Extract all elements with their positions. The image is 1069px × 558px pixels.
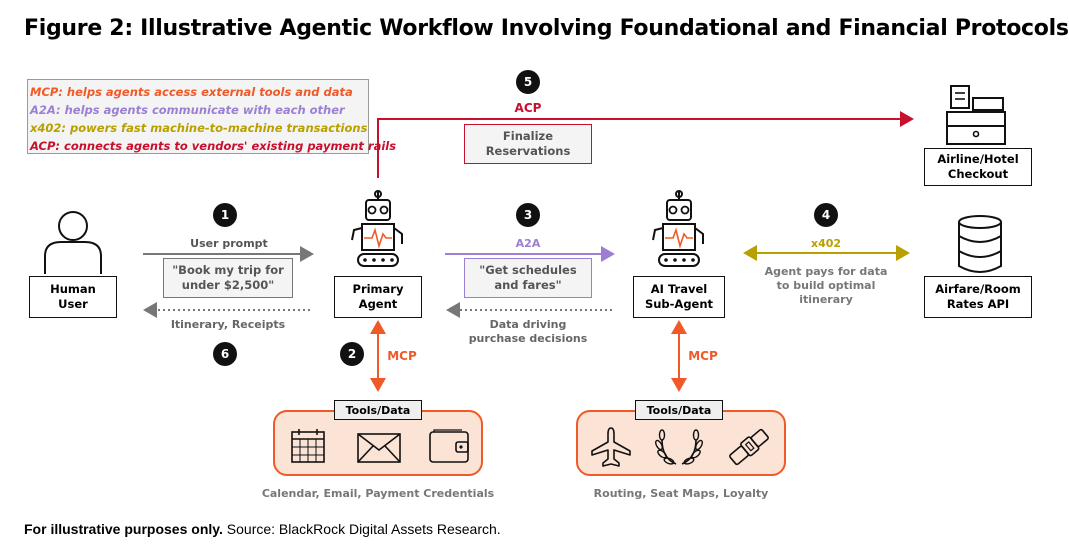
legend-a2a: A2A: helps agents communicate with each … xyxy=(30,103,345,117)
data-driving-label: Data driving purchase decisions xyxy=(468,318,588,345)
wallet-icon xyxy=(429,429,469,463)
tools-data-label-left: Tools/Data xyxy=(334,400,422,420)
legend-mcp: MCP: helps agents access external tools … xyxy=(30,85,353,99)
seatbelt-icon xyxy=(729,428,769,466)
step-2-badge: 2 xyxy=(340,342,364,366)
figure-title: Figure 2: Illustrative Agentic Workflow … xyxy=(24,16,1069,41)
person-icon xyxy=(44,211,102,274)
footnote: For illustrative purposes only. Source: … xyxy=(24,521,501,537)
finalize-reservations-message: Finalize Reservations xyxy=(464,124,592,164)
email-icon xyxy=(357,433,401,463)
tools-data-label-right: Tools/Data xyxy=(635,400,723,420)
mcp-left-label: MCP xyxy=(387,349,417,363)
primary-agent-node: Primary Agent xyxy=(334,276,422,318)
sub-agent-node: AI Travel Sub-Agent xyxy=(633,276,725,318)
tools-caption-right: Routing, Seat Maps, Loyalty xyxy=(593,487,769,500)
a2a-label: A2A xyxy=(515,237,541,250)
robot-icon xyxy=(351,190,403,267)
legend-x402: x402: powers fast machine-to-machine tra… xyxy=(30,121,368,135)
x402-description: Agent pays for data to build optimal iti… xyxy=(764,265,888,306)
step-6-badge: 6 xyxy=(213,342,237,366)
airplane-icon xyxy=(591,427,631,467)
database-icon xyxy=(958,215,1002,273)
schedules-fares-message: "Get schedules and fares" xyxy=(464,258,592,298)
calendar-icon xyxy=(291,429,325,463)
step-3-badge: 3 xyxy=(516,203,540,227)
mcp-right-label: MCP xyxy=(688,349,718,363)
cash-register-icon xyxy=(946,85,1006,145)
checkout-node: Airline/Hotel Checkout xyxy=(924,148,1032,186)
robot-icon xyxy=(652,190,704,267)
step-4-badge: 4 xyxy=(814,203,838,227)
acp-label: ACP xyxy=(514,101,542,115)
user-prompt-label: User prompt xyxy=(190,237,268,250)
legend-acp: ACP: connects agents to vendors' existin… xyxy=(30,139,397,153)
human-user-node: Human User xyxy=(29,276,117,318)
footnote-source: Source: BlackRock Digital Assets Researc… xyxy=(222,521,501,537)
itinerary-label: Itinerary, Receipts xyxy=(170,318,286,331)
laurel-icon xyxy=(654,429,704,465)
rates-api-node: Airfare/Room Rates API xyxy=(924,276,1032,318)
step-1-badge: 1 xyxy=(213,203,237,227)
acp-arrow xyxy=(377,111,914,178)
footnote-bold: For illustrative purposes only. xyxy=(24,521,223,537)
x402-label: x402 xyxy=(810,237,842,250)
user-prompt-message: "Book my trip for under $2,500" xyxy=(163,258,293,298)
step-5-badge: 5 xyxy=(516,70,540,94)
protocol-legend: MCP: helps agents access external tools … xyxy=(27,79,397,154)
tools-caption-left: Calendar, Email, Payment Credentials xyxy=(261,487,495,500)
